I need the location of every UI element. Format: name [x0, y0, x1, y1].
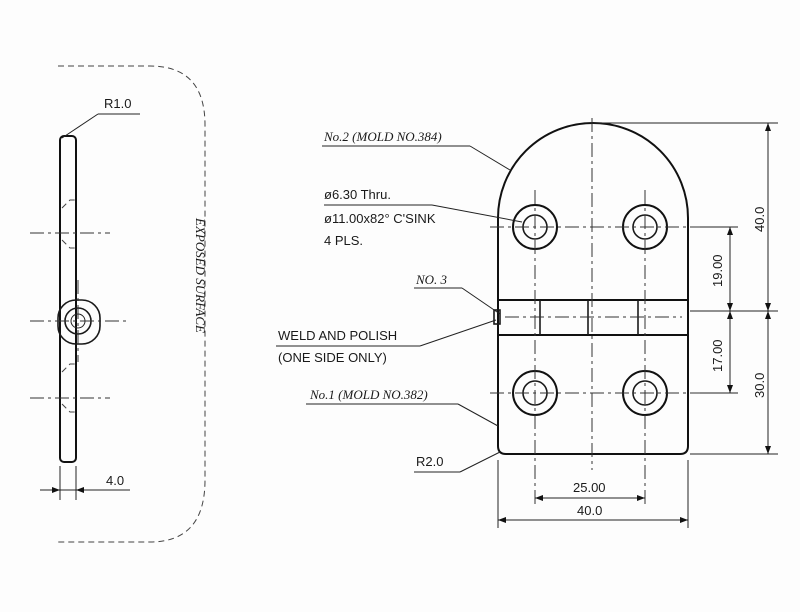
hole-spec-line3: 4 PLS.: [324, 233, 363, 248]
lower-leaf-outline: [497, 335, 689, 455]
mold1-leader: [457, 403, 499, 427]
dim-19-arrow-bottom: [727, 303, 733, 311]
no3-label: NO. 3: [415, 272, 448, 287]
exposed-surface-label: EXPOSED SURFACE: [193, 217, 208, 333]
mold2-label: No.2 (MOLD NO.384): [323, 129, 442, 144]
csink-hidden-bottom: [61, 363, 76, 413]
dim-19: 19.00: [710, 254, 725, 287]
thickness-arrow-left: [52, 487, 60, 493]
knuckle-outline: [57, 299, 101, 345]
r2-label: R2.0: [416, 454, 443, 469]
weld-label-line1: WELD AND POLISH: [278, 328, 397, 343]
hole-spec-line2: ø11.00x82° C'SINK: [324, 211, 436, 226]
r1-label: R1.0: [104, 96, 131, 111]
dim-40-horizontal: 40.0: [577, 503, 602, 518]
dim-25: 25.00: [573, 480, 606, 495]
r1-leader: [61, 113, 99, 139]
dim-30: 30.0: [752, 373, 767, 398]
dim-30-arrow-top: [765, 311, 771, 319]
mold1-label: No.1 (MOLD NO.382): [309, 387, 428, 402]
side-view: R1.0 4.0 EXPOSED SURFACE: [30, 65, 208, 543]
dim-17: 17.00: [710, 339, 725, 372]
dim-19-arrow-top: [727, 227, 733, 235]
hole-spec-leader: [431, 204, 523, 223]
dim-40-vertical: 40.0: [752, 207, 767, 232]
exposed-surface-outline: [58, 65, 206, 543]
dim-25-arrow-left: [535, 495, 543, 501]
weld-leader: [419, 319, 497, 347]
hole-spec-line1: ø6.30 Thru.: [324, 187, 391, 202]
front-view: 40.0 19.00 17.00 30.0 25.00 40.0 No.2 (M…: [276, 118, 778, 528]
thickness-arrow-right: [76, 487, 84, 493]
dim-17-arrow-bottom: [727, 385, 733, 393]
dim-40w-arrow-right: [680, 517, 688, 523]
knuckle-band: [497, 299, 689, 336]
dim-30-arrow-bottom: [765, 446, 771, 454]
dim-25-arrow-right: [637, 495, 645, 501]
csink-hidden-top: [61, 199, 76, 249]
weld-mark: [493, 309, 501, 325]
mold2-leader: [469, 145, 511, 171]
dim-40-arrow-bottom: [765, 303, 771, 311]
no3-leader: [461, 287, 501, 315]
dim-40-arrow-top: [765, 123, 771, 131]
r2-leader: [459, 451, 501, 473]
plate-side-outline: [59, 135, 77, 463]
dim-17-arrow-top: [727, 311, 733, 319]
dim-40w-arrow-left: [498, 517, 506, 523]
thickness-label: 4.0: [106, 473, 124, 488]
weld-label-line2: (ONE SIDE ONLY): [278, 350, 387, 365]
